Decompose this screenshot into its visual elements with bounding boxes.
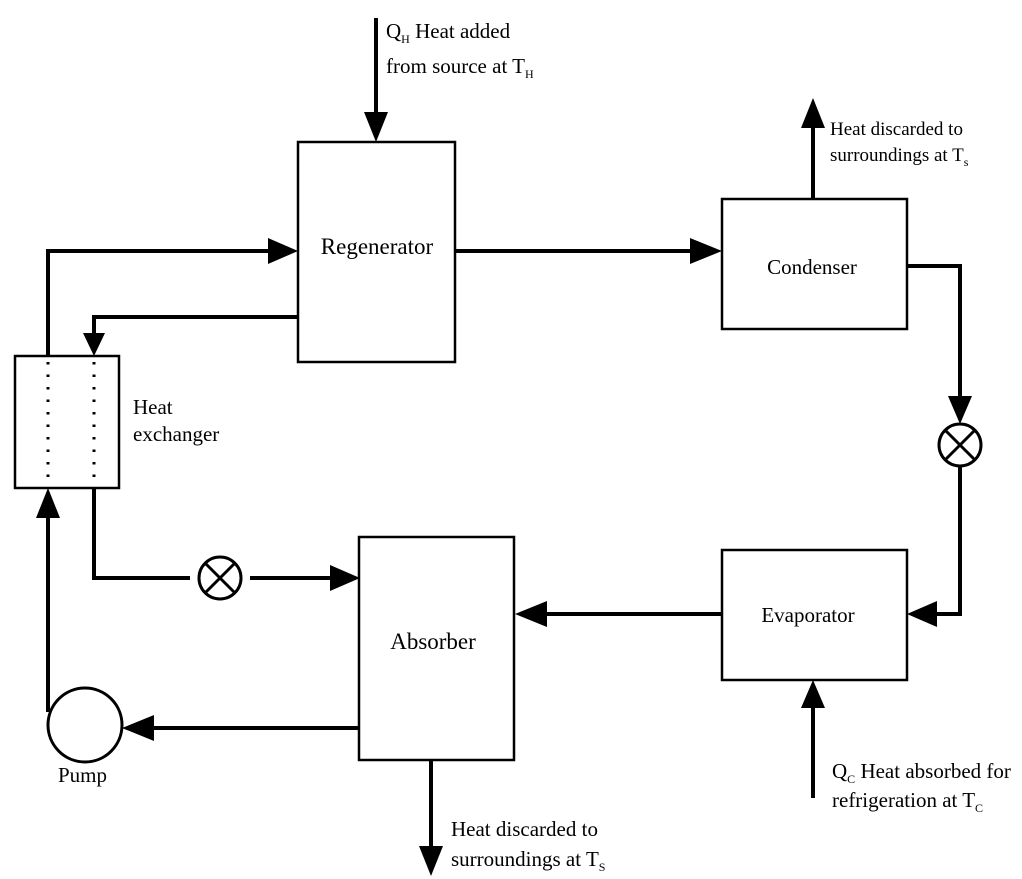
valve-to-evaporator-line: [929, 465, 962, 616]
heat-exchanger-label-line1: Heat: [133, 395, 173, 419]
pump-symbol: [46, 686, 124, 764]
pump-inlet-arrowhead: [122, 715, 154, 741]
heat-exchanger-label-line2: exchanger: [133, 422, 219, 446]
evaporator-label: Evaporator: [761, 603, 854, 627]
pump-label: Pump: [58, 763, 107, 787]
valve-inlet-arrowhead: [948, 396, 972, 424]
absorber-inlet-arrowhead: [515, 601, 547, 627]
absorber-discard-line2: surroundings at TS: [451, 847, 605, 874]
heat-exchanger-top-arrowhead: [83, 333, 105, 356]
regenerator-to-heat-exchanger-line: [92, 315, 298, 335]
heat-added-line1: QH Heat added: [386, 19, 511, 46]
heat-added-line2: from source at TH: [386, 54, 534, 81]
condenser-discard-line2: surroundings at Ts: [830, 145, 969, 169]
evaporator-inlet-arrowhead: [907, 601, 937, 627]
expansion-valve-solution: [197, 555, 243, 601]
heat-absorbed-arrowhead: [801, 680, 825, 708]
heat-absorbed-line1: QC Heat absorbed for: [832, 759, 1011, 786]
absorber-label: Absorber: [390, 629, 476, 654]
regenerator-label: Regenerator: [321, 234, 434, 259]
evaporator-box: [720, 548, 909, 682]
heat-added-arrowhead: [364, 112, 388, 142]
absorber-discard-line1: Heat discarded to: [451, 817, 598, 841]
regenerator-inlet-arrowhead: [268, 238, 298, 264]
condenser-inlet-arrowhead: [690, 238, 722, 264]
absorber-discard-arrowhead: [419, 846, 443, 876]
heat-exchanger-to-regenerator-line: [46, 249, 272, 356]
condenser-label: Condenser: [767, 255, 857, 279]
expansion-valve-refrigerant: [937, 422, 983, 468]
absorber-box: [357, 535, 516, 762]
heat-absorbed-line2: refrigeration at TC: [832, 788, 983, 815]
condenser-discard-line1: Heat discarded to: [830, 119, 963, 140]
heat-exchanger-inlet-arrowhead: [36, 488, 60, 518]
condenser-box: [720, 197, 909, 331]
regenerator-box: [296, 140, 457, 364]
heat-exchanger-to-valve-line: [92, 488, 190, 580]
absorber-valve-arrowhead: [330, 565, 360, 591]
heat-exchanger-box: [13, 354, 121, 490]
condenser-to-valve-line: [907, 264, 962, 400]
condenser-discard-arrowhead: [801, 98, 825, 128]
